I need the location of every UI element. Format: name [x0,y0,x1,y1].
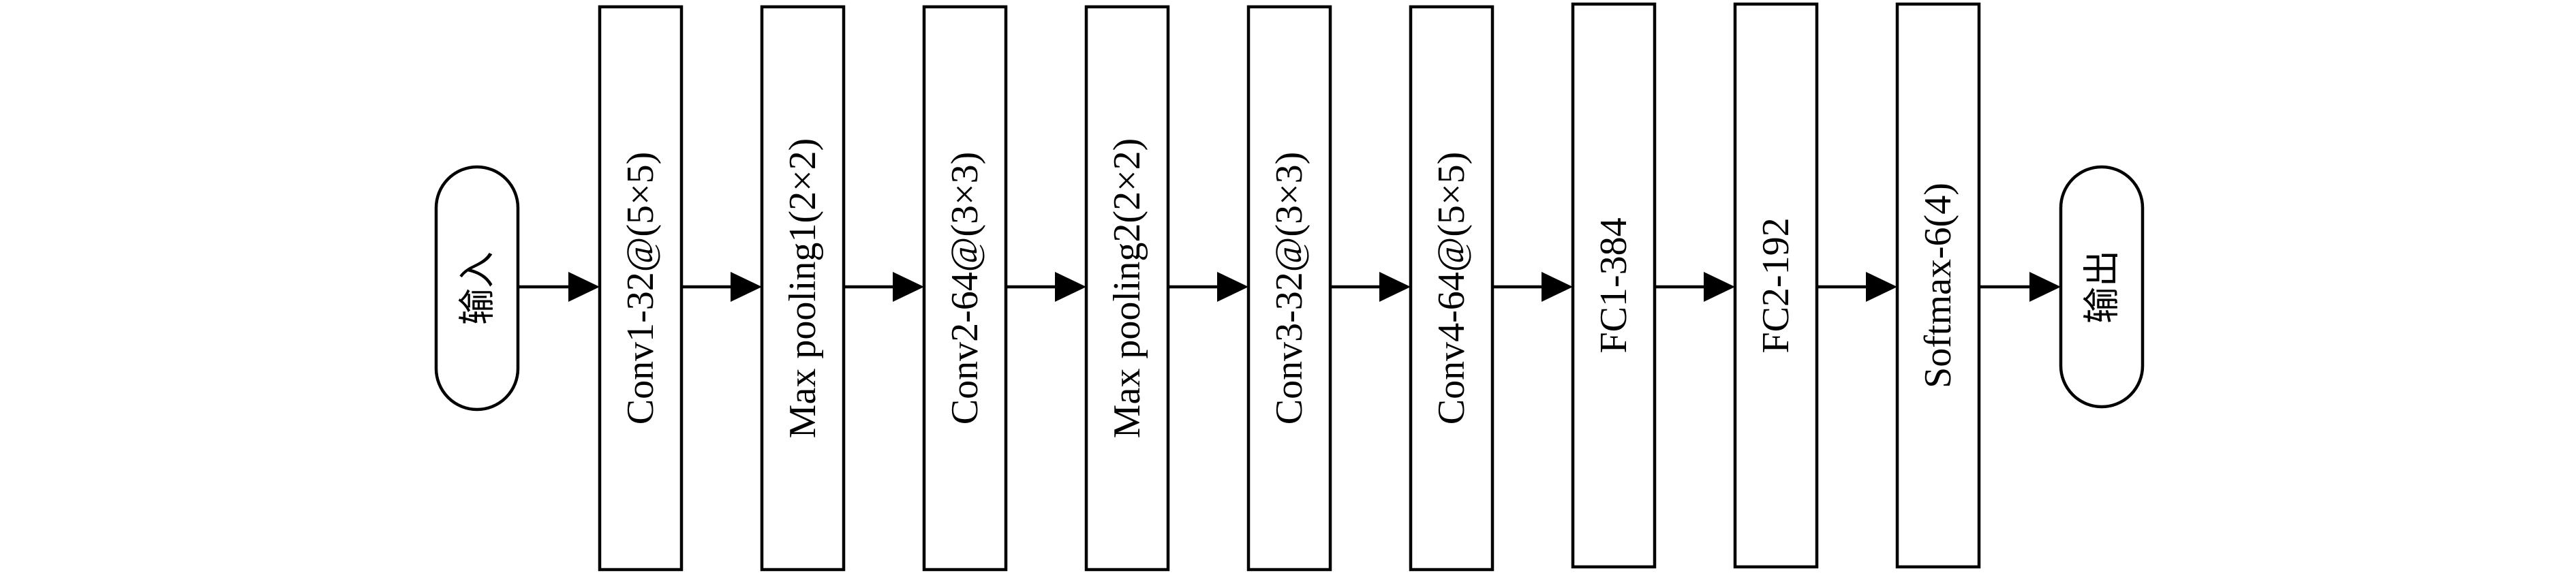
node-label-fc1: FC1-384 [1593,217,1635,353]
node-label-conv4: Conv4-64@(5×5) [1430,152,1473,424]
nodes-layer: 输入 Conv1-32@(5×5) Max pooling1(2×2) Conv2-6… [434,2,2145,572]
node-label-output: 输出 [2081,250,2123,324]
node-label-pool1: Max pooling1(2×2) [782,138,824,439]
node-conv3: Conv3-32@(3×3) [1246,5,1332,572]
node-pool1: Max pooling1(2×2) [760,5,846,572]
edge-pool2-to-conv3 [1168,272,1248,302]
node-label-conv2: Conv2-64@(3×3) [944,152,986,424]
edge-conv2-to-pool2 [1006,272,1086,302]
arrowhead-icon [2029,272,2061,302]
edge-fc2-to-softmax [1817,272,1897,302]
node-softmax: Softmax-6(4) [1895,2,1981,569]
node-box-fc1 [1571,2,1657,569]
edge-conv3-to-conv4 [1330,272,1411,302]
edge-input-to-conv1 [518,272,600,302]
node-label-conv1: Conv1-32@(5×5) [619,152,662,424]
arrowhead-icon [1704,272,1735,302]
node-box-conv1 [598,5,684,572]
arrowhead-icon [1379,272,1411,302]
arrowhead-icon [893,272,924,302]
arrowhead-icon [1055,272,1086,302]
arrowhead-icon [568,272,600,302]
arrowhead-icon [1217,272,1248,302]
edge-conv1-to-pool1 [681,272,762,302]
node-label-pool2: Max pooling2(2×2) [1106,138,1148,439]
arrowhead-icon [731,272,762,302]
node-pool2: Max pooling2(2×2) [1084,5,1170,572]
node-box-output [2059,165,2145,409]
node-fc1: FC1-384 [1571,2,1657,569]
arrowhead-icon [1542,272,1573,302]
node-output: 输出 [2059,165,2145,409]
node-box-softmax [1895,2,1981,569]
node-box-input [434,165,520,412]
node-input: 输入 [434,165,520,412]
node-box-fc2 [1733,2,1819,569]
node-box-conv3 [1246,5,1332,572]
node-conv2: Conv2-64@(3×3) [922,5,1008,572]
edge-pool1-to-conv2 [844,272,924,302]
node-label-fc2: FC2-192 [1755,217,1797,353]
node-label-input: 输入 [456,251,499,325]
node-conv4: Conv4-64@(5×5) [1409,5,1494,572]
node-box-pool1 [760,5,846,572]
arrowhead-icon [1866,272,1897,302]
edge-fc1-to-fc2 [1655,272,1735,302]
node-label-conv3: Conv3-32@(3×3) [1268,152,1310,424]
edges-layer [518,272,2061,302]
node-box-conv4 [1409,5,1494,572]
node-box-pool2 [1084,5,1170,572]
node-fc2: FC2-192 [1733,2,1819,569]
node-box-conv2 [922,5,1008,572]
node-label-softmax: Softmax-6(4) [1917,183,1959,388]
edge-conv4-to-fc1 [1492,272,1573,302]
node-conv1: Conv1-32@(5×5) [598,5,684,572]
edge-softmax-to-output [1979,272,2061,302]
